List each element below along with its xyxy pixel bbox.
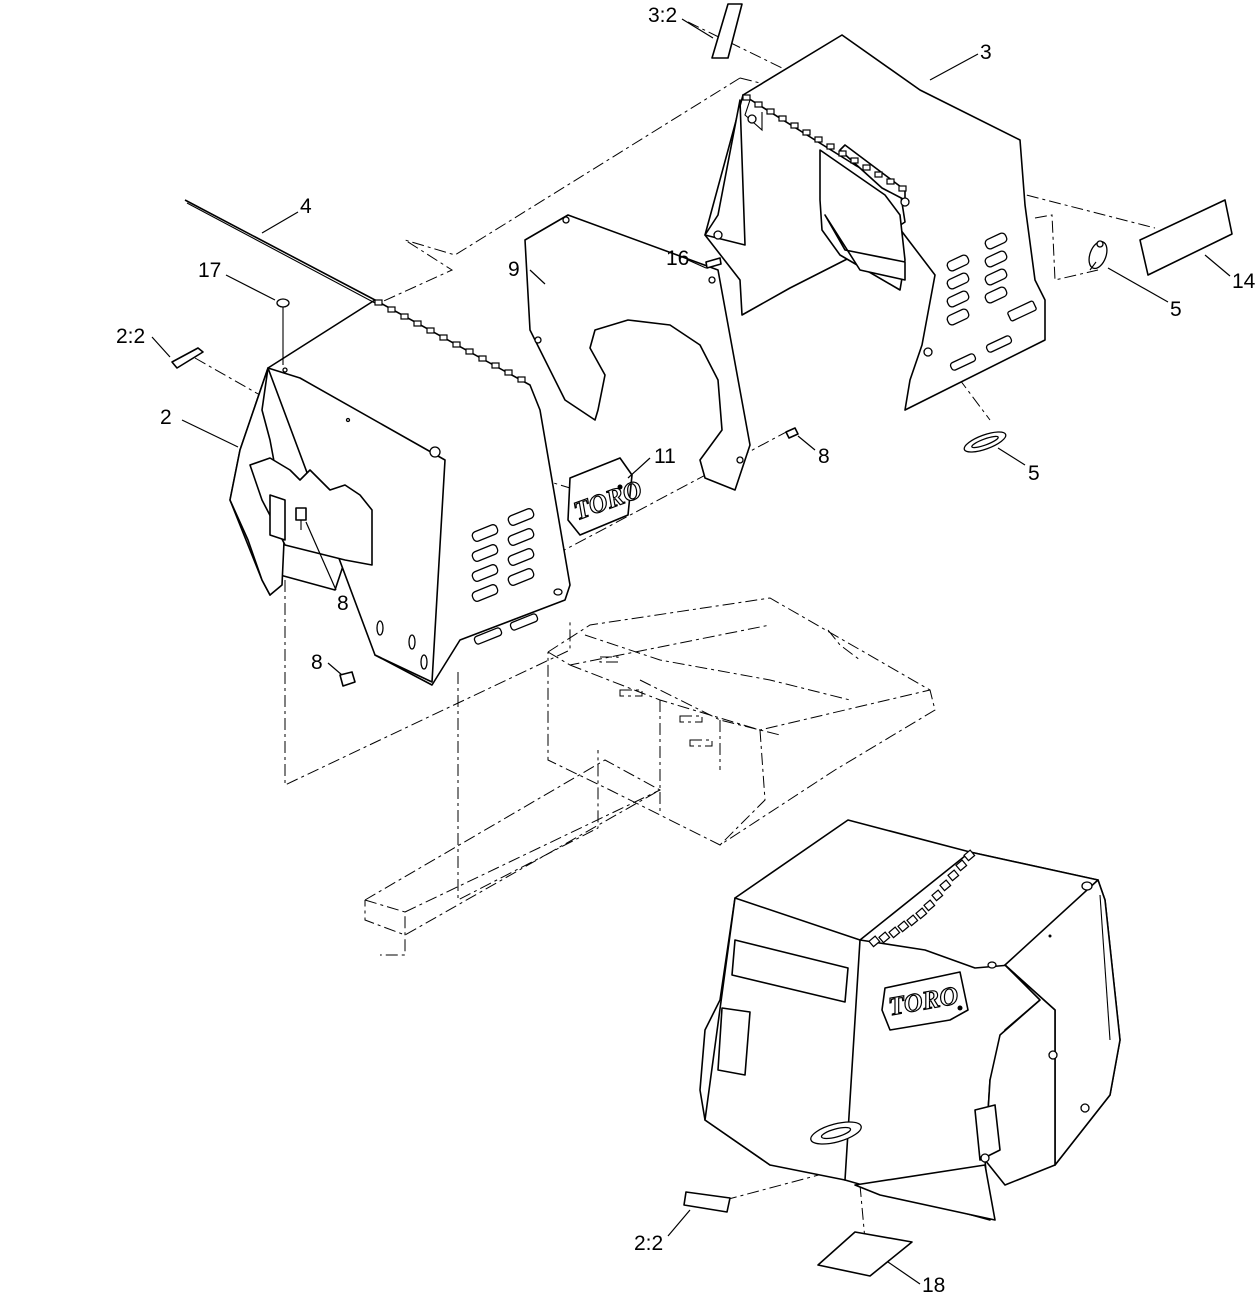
- logo-decal-part-11: TORO: [567, 457, 647, 536]
- callout-17: 17: [198, 259, 221, 282]
- callout-2: 2: [160, 406, 172, 429]
- callout-5-lower: 5: [1028, 462, 1040, 485]
- clip-part-16: [705, 257, 722, 269]
- callout-14: 14: [1232, 270, 1256, 293]
- callout-18: 18: [922, 1274, 945, 1297]
- callout-11: 11: [654, 445, 676, 468]
- rod-part-4: [184, 199, 376, 301]
- callout-9: 9: [508, 258, 520, 281]
- callout-2-2: 2:2: [116, 325, 145, 348]
- rear-hinge: [742, 94, 907, 192]
- front-cover-part-2: [229, 299, 571, 686]
- rear-cover-part-3: [704, 34, 1046, 411]
- latch-part-5-upper: [1088, 240, 1108, 271]
- cap-part-17: [276, 298, 290, 365]
- rear-vents: [946, 232, 1037, 371]
- callout-8-left: 8: [337, 592, 349, 615]
- leader-lines: [151, 18, 1231, 1285]
- panel-part-9: [524, 214, 751, 491]
- callout-2-2-bottom: 2:2: [634, 1232, 663, 1255]
- decal-part-2-2: [171, 347, 204, 369]
- bolt-part-8-lower: [339, 671, 356, 687]
- assembled-cover: TORO: [699, 819, 1121, 1221]
- frame-phantom: [364, 597, 936, 956]
- callout-3: 3: [980, 41, 992, 64]
- callout-4: 4: [300, 195, 312, 218]
- callout-3-2: 3:2: [648, 4, 677, 27]
- decal-part-2-2-bottom: [683, 1191, 731, 1213]
- decal-part-18: [817, 1231, 913, 1277]
- bolt-part-8-right: [785, 427, 799, 439]
- front-hinge: [374, 299, 526, 383]
- callout-16: 16: [666, 247, 689, 270]
- callout-labels: 3:2 3 4 17 9 16 14 5 2:2 2 11 8 5 8 8 2:…: [116, 4, 1256, 1297]
- callout-8-right: 8: [818, 445, 830, 468]
- hardware: [171, 3, 1233, 687]
- front-vents: [471, 508, 539, 645]
- latch-part-5-lower: [963, 431, 1007, 453]
- assembled-hinge: [868, 849, 976, 948]
- decal-part-3-2: [711, 3, 743, 59]
- bolt-part-8-left: [295, 507, 307, 530]
- callout-8-lower: 8: [311, 651, 323, 674]
- callout-5-upper: 5: [1170, 298, 1182, 321]
- decal-part-14: [1139, 199, 1233, 276]
